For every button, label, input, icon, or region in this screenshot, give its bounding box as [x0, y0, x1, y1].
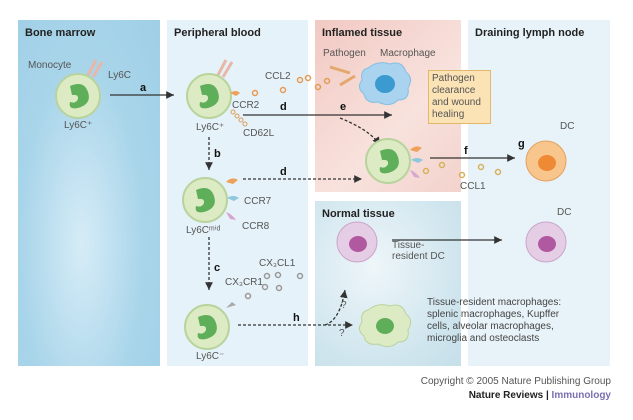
label-ccr7: CCR7 — [244, 196, 272, 207]
label-ccr8: CCR8 — [242, 221, 270, 232]
label-macrophage: Macrophage — [380, 48, 436, 59]
panel-title: Inflamed tissue — [322, 27, 403, 39]
label-cd62l: CD62L — [243, 128, 275, 139]
monocyte-ly6c-pos-bm — [55, 59, 104, 119]
panel-title: Draining lymph node — [475, 27, 585, 39]
brand-sub: Immunology — [551, 390, 611, 401]
copyright: Copyright © 2005 Nature Publishing Group — [420, 376, 611, 387]
panel-title: Bone marrow — [25, 27, 96, 39]
monocyte-inflamed — [365, 138, 423, 184]
label-ccl1: CCL1 — [460, 181, 486, 192]
label-ly6c-pos-bm: Ly6C⁺ — [64, 120, 93, 131]
label-dc-top: DC — [560, 121, 575, 132]
label-cx3cr1: CX₃CR1 — [225, 277, 263, 288]
label-ly6c-neg: Ly6C⁻ — [196, 351, 225, 362]
note-pathogen-clearance: Pathogen clearance and wound healing — [428, 70, 491, 124]
dc-orange — [525, 140, 567, 182]
step-h: h — [293, 312, 300, 324]
label-ly6c-pos-blood: Ly6C⁺ — [196, 122, 225, 133]
label-cx3cl1: CX₃CL1 — [259, 258, 296, 269]
arrow-e-dashed — [339, 117, 381, 146]
tissue-resident-macrophage — [358, 304, 412, 348]
step-f: f — [464, 145, 468, 157]
panel-title: Normal tissue — [322, 208, 395, 220]
label-ccr2: CCR2 — [232, 100, 260, 111]
label-question-2: ? — [339, 328, 345, 339]
brand-main: Nature Reviews — [468, 390, 544, 401]
label-ccl2: CCL2 — [265, 71, 291, 82]
label-ly6c: Ly6C — [108, 70, 131, 81]
label-question-1: ? — [341, 300, 347, 311]
cx3cl1-dots — [244, 271, 304, 300]
arrow-h-up — [324, 289, 348, 326]
step-d-1: d — [280, 101, 287, 113]
label-ly6c-mid: Ly6Cᵐⁱᵈ — [186, 225, 221, 236]
monocyte-ly6c-mid — [182, 177, 239, 223]
panel-title: Peripheral blood — [174, 27, 261, 39]
brand: Nature Reviews | Immunology — [469, 390, 611, 401]
step-a: a — [140, 82, 147, 94]
panel-draining-lymph-node: Draining lymph node — [468, 20, 610, 366]
brand-separator: | — [543, 390, 552, 401]
step-b: b — [214, 148, 221, 160]
monocyte-ly6c-neg — [184, 302, 236, 350]
monocyte-ly6c-pos-blood — [186, 59, 248, 127]
label-monocyte: Monocyte — [28, 60, 72, 71]
step-c: c — [214, 262, 221, 274]
macrophage — [358, 62, 412, 106]
ccl1-dots — [422, 161, 502, 179]
pathogen-icon — [329, 65, 356, 87]
step-d-2: d — [280, 166, 287, 178]
step-g: g — [518, 138, 525, 150]
label-dc-bottom: DC — [557, 207, 572, 218]
dc-purple — [525, 221, 567, 263]
note-tissue-resident-macrophages: Tissue-resident macrophages: splenic mac… — [427, 297, 562, 344]
label-pathogen: Pathogen — [323, 48, 366, 59]
label-tissue-resident-dc: Tissue- resident DC — [392, 240, 445, 262]
tissue-resident-dc — [336, 221, 378, 263]
step-e: e — [340, 101, 347, 113]
ccl2-dots — [251, 74, 331, 97]
